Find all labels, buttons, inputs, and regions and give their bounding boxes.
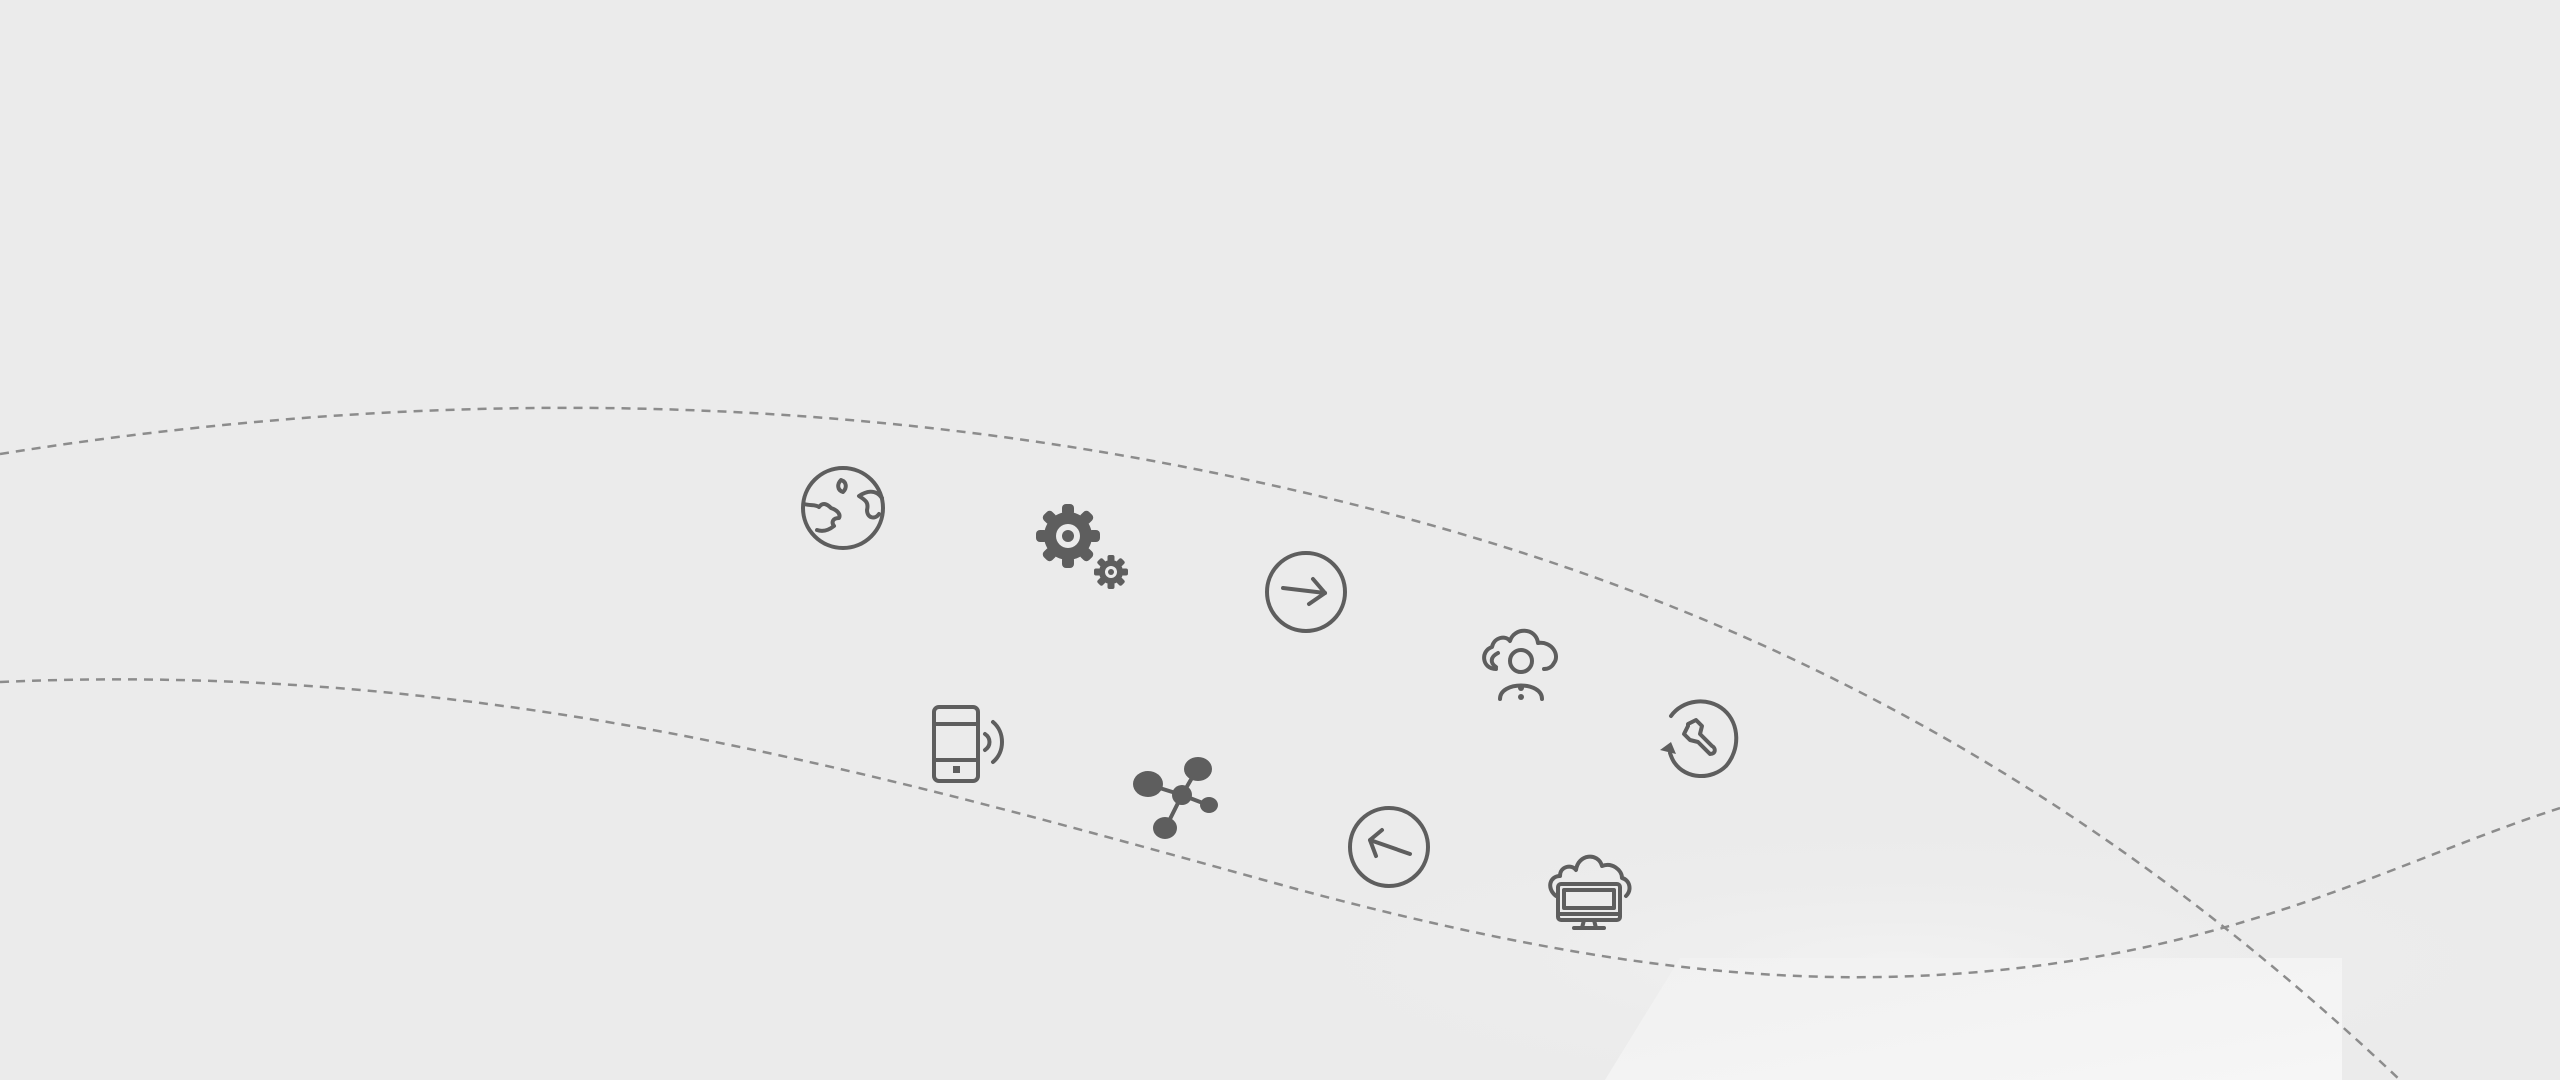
arrow-right-circle-icon[interactable] xyxy=(1265,551,1347,633)
arrow-left-circle-icon[interactable] xyxy=(1348,806,1430,888)
globe-icon xyxy=(801,466,885,550)
gears-icon xyxy=(1034,503,1130,591)
cloud-computer-icon xyxy=(1546,846,1632,932)
wrench-refresh-icon[interactable] xyxy=(1654,696,1744,782)
light-panel xyxy=(1605,958,2342,1080)
dashed-curve-upper xyxy=(0,406,2401,1080)
network-nodes-icon xyxy=(1130,751,1220,841)
mobile-signal-icon xyxy=(929,704,1011,784)
dashed-curve-lower xyxy=(0,678,2560,979)
cloud-user-icon xyxy=(1478,625,1564,701)
